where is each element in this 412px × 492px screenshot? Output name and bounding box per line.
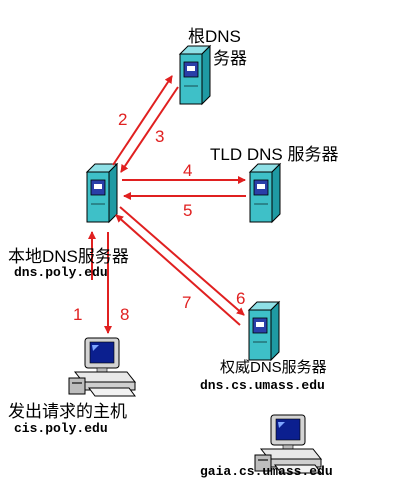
- step-label: 6: [236, 289, 245, 308]
- requester-host: cis.poly.edu: [14, 421, 108, 436]
- arrow-step-7: [115, 214, 241, 326]
- step-label: 4: [183, 161, 192, 180]
- auth-server-icon: [248, 301, 280, 361]
- step-label: 5: [183, 201, 192, 220]
- step-label: 7: [182, 293, 191, 312]
- root-server-icon: [179, 45, 211, 105]
- local-server-label: 本地DNS服务器: [8, 247, 129, 266]
- root-server-label: 根DNS: [188, 27, 241, 46]
- tld-server-label: TLD DNS 服务器: [210, 145, 339, 164]
- root-server-label-cont: 务器: [213, 49, 247, 68]
- tld-server-icon: [249, 163, 281, 223]
- step-label: 8: [120, 305, 129, 324]
- local-server-host: dns.poly.edu: [14, 265, 108, 280]
- step-label: 3: [155, 127, 164, 146]
- arrow-step-6: [119, 206, 245, 316]
- requester-workstation-icon: [68, 337, 136, 397]
- auth-server-label: 权威DNS服务器: [220, 359, 327, 376]
- step-label: 1: [73, 305, 82, 324]
- arrow-step-2: [112, 75, 173, 166]
- auth-server-host: dns.cs.umass.edu: [200, 378, 325, 393]
- requester-label: 发出请求的主机: [8, 402, 127, 421]
- step-label: 2: [118, 110, 127, 129]
- target-host: gaia.cs.umass.edu: [200, 464, 333, 479]
- arrow-step-3: [120, 86, 179, 173]
- local-server-icon: [86, 163, 118, 223]
